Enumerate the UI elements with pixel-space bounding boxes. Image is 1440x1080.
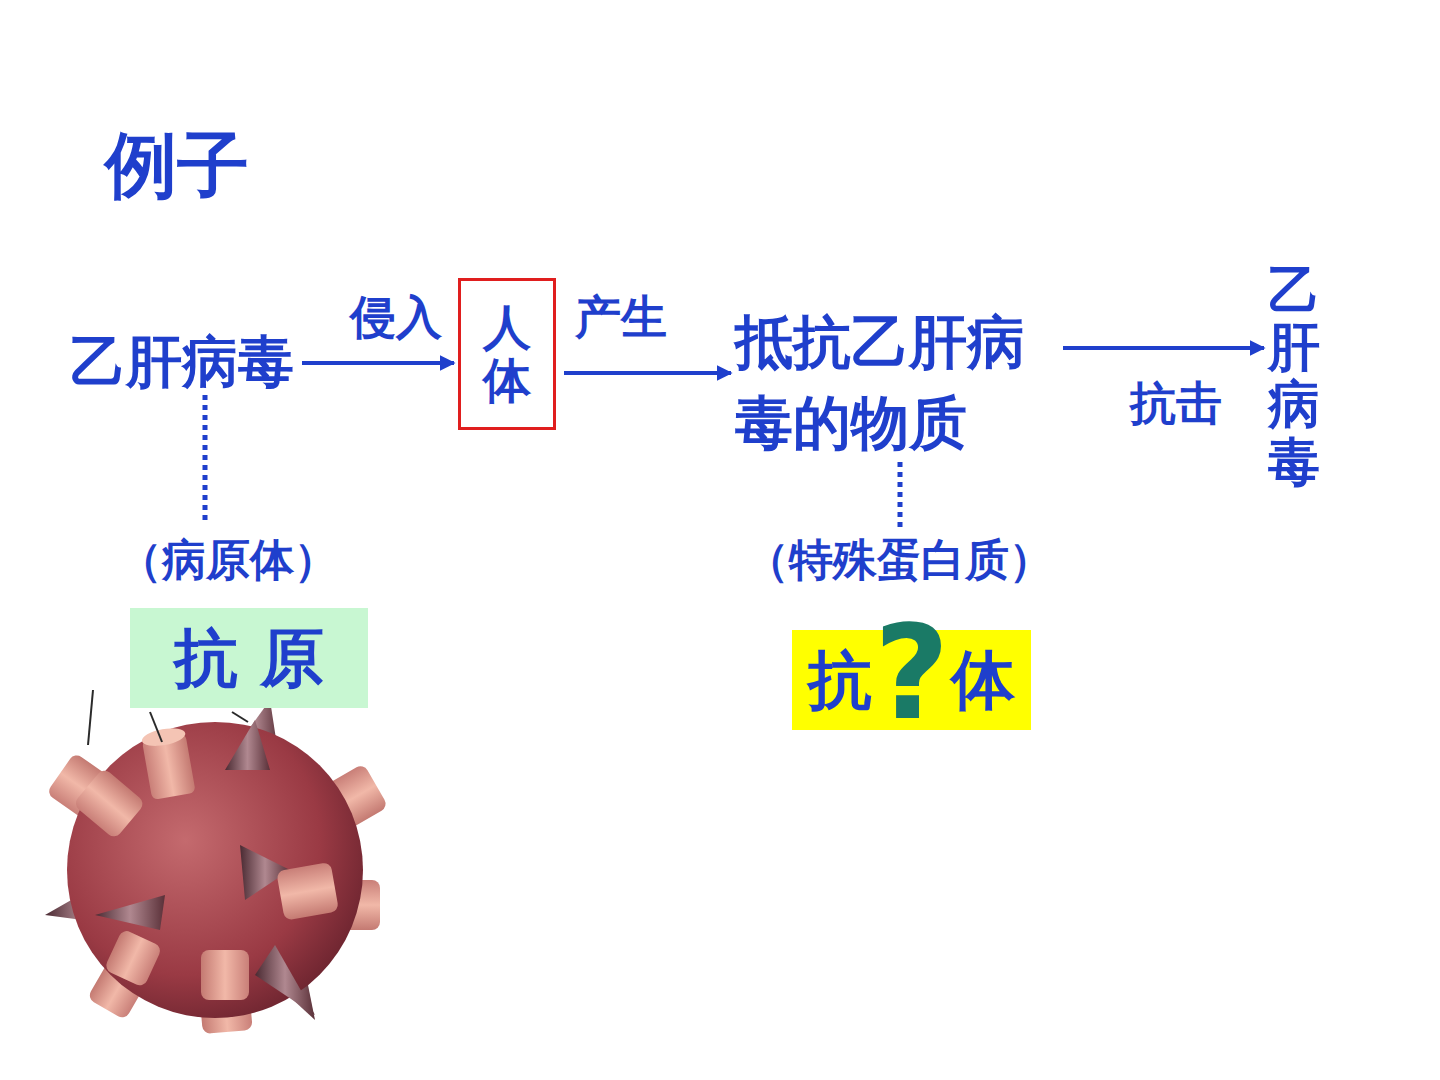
node-text: 抗 原 (174, 620, 324, 697)
note-text: （病原体） (118, 538, 338, 582)
arrow-connector (1063, 346, 1264, 350)
arrow-connector (302, 361, 454, 365)
target-text: 乙肝病毒 (1268, 262, 1320, 491)
node-text: 人体 (483, 301, 531, 407)
substance-text: 抵抗乙肝病毒的物质 (735, 302, 1055, 464)
virus (45, 690, 388, 1034)
node-text: 乙肝病毒 (70, 328, 294, 395)
title: 例子 (105, 118, 249, 214)
note-text: （特殊蛋白质） (745, 538, 1053, 582)
arrow-connector (564, 371, 731, 375)
edge-label: 抗击 (1130, 378, 1222, 429)
edge-label: 侵入 (350, 292, 442, 343)
body-box: 人体 (458, 278, 556, 430)
node-text: 抵抗乙肝病毒的物质 (735, 302, 1055, 464)
edge-label: 产生 (575, 292, 667, 343)
node-text: 乙肝病毒 (1268, 262, 1320, 491)
antigen-box: 抗 原 (130, 608, 368, 708)
question-mark: ? (874, 608, 949, 738)
pathogen-text: 乙肝病毒 (70, 328, 294, 395)
